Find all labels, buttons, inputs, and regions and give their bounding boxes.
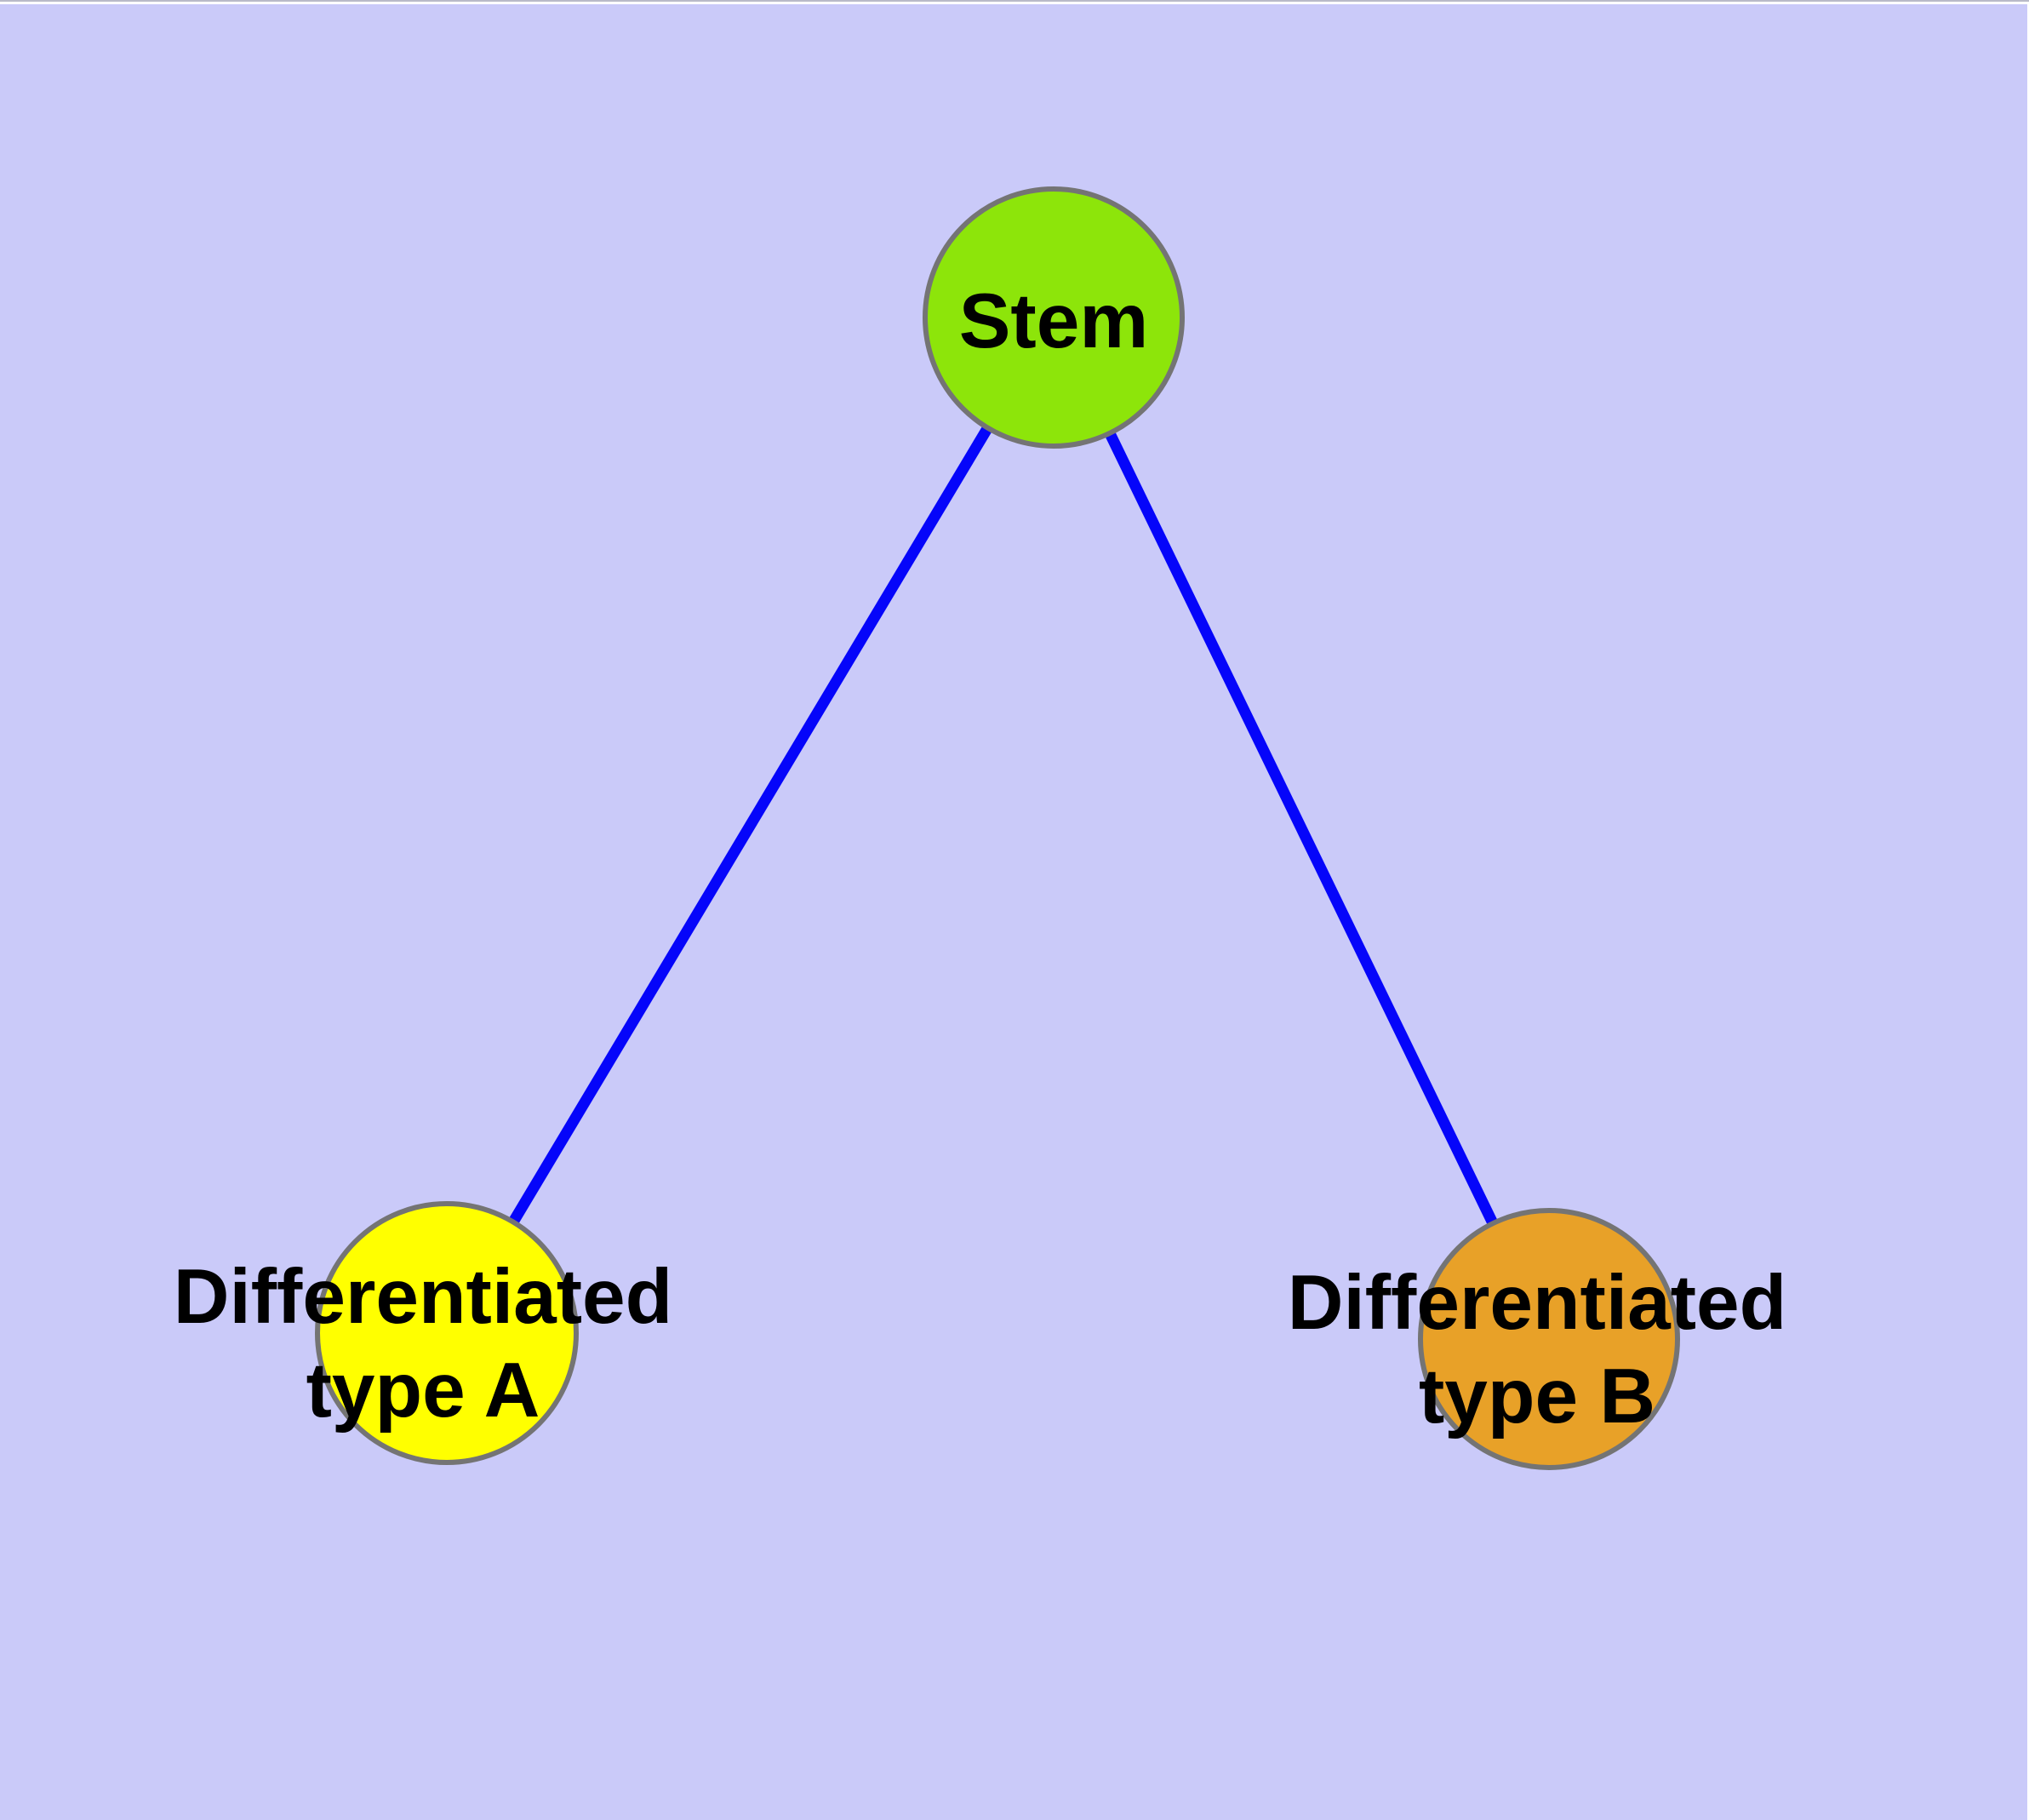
top-margin-strip xyxy=(0,0,2029,4)
edge-stem-differentiated-type-b xyxy=(1049,315,1554,1342)
node-differentiated-type-b-label-line-1: Differentiated xyxy=(1288,1260,1787,1346)
node-differentiated-type-b-circle xyxy=(1418,1208,1680,1470)
node-differentiated-type-a-label-line-2: type A xyxy=(306,1348,540,1434)
node-stem-label: Stem xyxy=(959,278,1149,364)
node-stem-label-line-1: Stem xyxy=(959,278,1149,364)
node-differentiated-type-b-label-line-2: type B xyxy=(1419,1354,1655,1439)
node-differentiated-type-a-label-line-1: Differentiated xyxy=(174,1254,673,1340)
edge-stem-differentiated-type-a xyxy=(442,314,1059,1336)
node-differentiated-type-a-circle xyxy=(315,1201,579,1465)
node-stem-circle xyxy=(923,186,1185,449)
